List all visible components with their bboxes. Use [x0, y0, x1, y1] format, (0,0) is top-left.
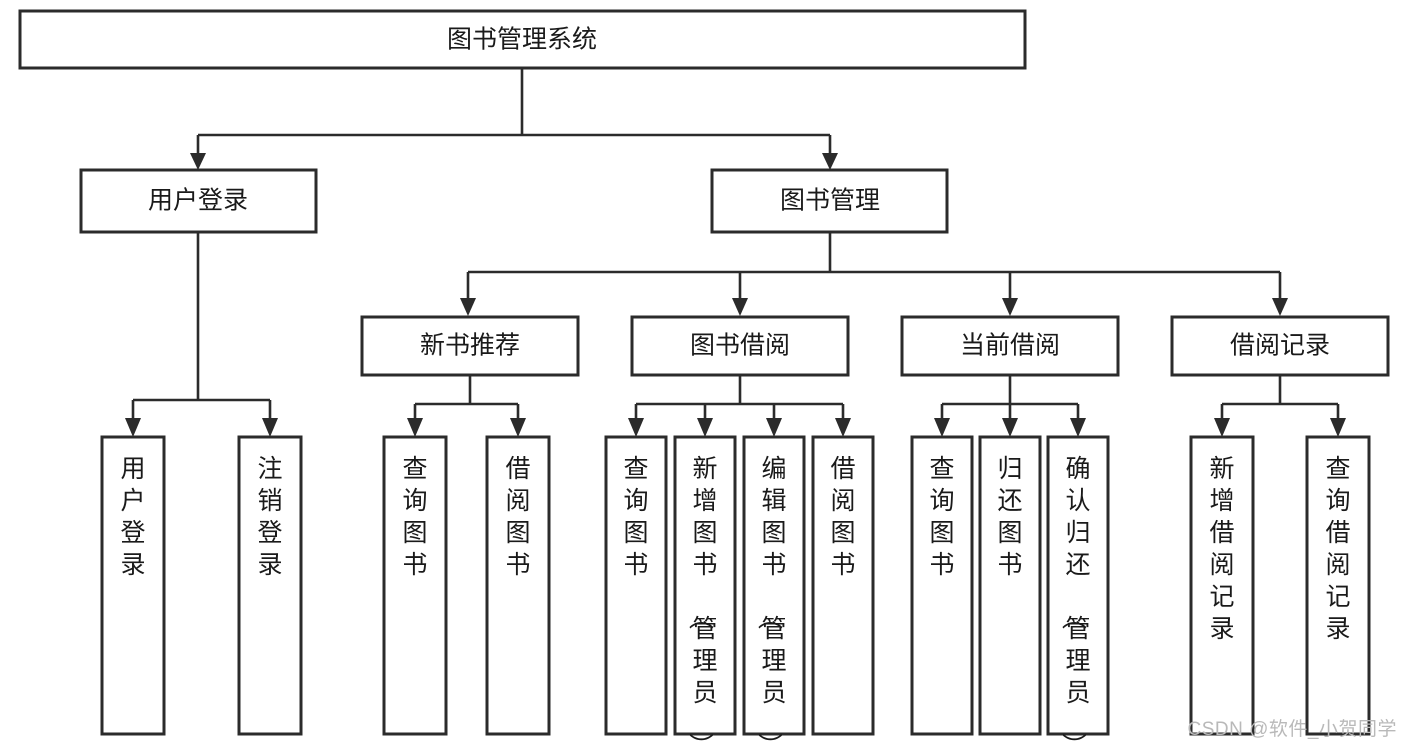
arrow-to-leaf-9	[934, 418, 950, 437]
leaf-9-box[interactable]	[910, 435, 974, 736]
node-book-borrow[interactable]: 图书借阅	[630, 315, 850, 377]
leaf-1-box[interactable]	[100, 435, 166, 736]
leaf-10-label: 归还图书	[997, 455, 1022, 579]
book-manage-label: 图书管理	[780, 187, 880, 215]
leaf-4-label: 借阅图书	[505, 455, 530, 579]
root-box[interactable]	[18, 9, 1027, 70]
connector-userlogin-to-leaves	[131, 232, 272, 420]
leaf-13-box[interactable]	[1305, 435, 1371, 736]
node-root[interactable]: 图书管理系统	[18, 9, 1027, 70]
leaf-7-box[interactable]	[742, 435, 806, 736]
node-leaf-11[interactable]: 确认归还（管理员）	[1046, 435, 1110, 747]
leaf-3-label: 查询图书	[402, 455, 427, 579]
arrow-to-leaf-7	[766, 418, 782, 437]
book-borrow-box[interactable]	[630, 315, 850, 377]
root-label: 图书管理系统	[447, 26, 597, 54]
borrow-record-label: 借阅记录	[1230, 332, 1330, 360]
node-leaf-9[interactable]: 查询图书	[910, 435, 974, 736]
node-leaf-3[interactable]: 查询图书	[382, 435, 448, 736]
node-current-borrow[interactable]: 当前借阅	[900, 315, 1120, 377]
leaf-10-box[interactable]	[978, 435, 1042, 736]
arrow-to-leaf-1	[125, 418, 141, 437]
arrow-to-leaf-5	[628, 418, 644, 437]
arrow-to-leaf-11	[1070, 418, 1086, 437]
arrow-to-leaf-3	[407, 418, 423, 437]
leaf-11-box[interactable]	[1046, 435, 1110, 736]
node-leaf-8[interactable]: 借阅图书	[811, 435, 875, 736]
leaf-4-box[interactable]	[485, 435, 551, 736]
leaf-12-label: 新增借阅记录	[1209, 455, 1234, 643]
node-user-login[interactable]: 用户登录	[79, 168, 318, 234]
leaf-3-box[interactable]	[382, 435, 448, 736]
current-borrow-label: 当前借阅	[960, 332, 1060, 360]
user-login-box[interactable]	[79, 168, 318, 234]
node-leaf-2[interactable]: 注销登录	[237, 435, 303, 736]
leaf-5-label: 查询图书	[623, 455, 648, 579]
node-new-book-recommend[interactable]: 新书推荐	[360, 315, 580, 377]
arrow-to-leaf-10	[1002, 418, 1018, 437]
leaf-11-label: 确认归还（管理员）	[1059, 455, 1090, 747]
connector-borrowrecord-to-leaves	[1220, 375, 1340, 420]
node-book-manage[interactable]: 图书管理	[710, 168, 949, 234]
node-leaf-4[interactable]: 借阅图书	[485, 435, 551, 736]
book-manage-box[interactable]	[710, 168, 949, 234]
node-leaf-13[interactable]: 查询借阅记录	[1305, 435, 1371, 736]
new-book-recommend-label: 新书推荐	[420, 332, 520, 360]
leaf-13-label: 查询借阅记录	[1325, 455, 1350, 643]
arrow-to-book-manage	[822, 153, 838, 170]
leaf-9-label: 查询图书	[929, 455, 954, 579]
node-leaf-1[interactable]: 用户登录	[100, 435, 166, 736]
leaf-nodes: 用户登录 注销登录 查询图书 借阅图书 查询图书 新增图书（管理员）	[100, 435, 1371, 747]
connector-currentborrow-to-leaves	[940, 375, 1080, 420]
arrow-to-leaf-12	[1214, 418, 1230, 437]
arrow-to-book-borrow	[732, 298, 748, 316]
leaf-8-box[interactable]	[811, 435, 875, 736]
arrow-to-user-login	[190, 153, 206, 170]
leaf-2-label: 注销登录	[257, 455, 282, 579]
arrow-to-leaf-13	[1330, 418, 1346, 437]
new-book-recommend-box[interactable]	[360, 315, 580, 377]
csdn-watermark: CSDN @软件_小贺同学	[1187, 719, 1397, 740]
leaf-5-box[interactable]	[604, 435, 668, 736]
user-login-label: 用户登录	[148, 187, 248, 215]
arrow-to-leaf-2	[262, 418, 278, 437]
arrow-to-borrow-record	[1272, 298, 1288, 316]
leaf-2-box[interactable]	[237, 435, 303, 736]
connectors	[125, 68, 1346, 437]
leaf-6-label: 新增图书（管理员）	[686, 455, 717, 747]
arrow-to-leaf-8	[835, 418, 851, 437]
connector-bookmanage-to-level3	[466, 232, 1282, 300]
arrow-to-leaf-4	[510, 418, 526, 437]
arrow-to-leaf-6	[697, 418, 713, 437]
arrow-to-new-book-recommend	[460, 298, 476, 316]
node-leaf-6[interactable]: 新增图书（管理员）	[673, 435, 737, 747]
borrow-record-box[interactable]	[1170, 315, 1390, 377]
leaf-8-label: 借阅图书	[830, 455, 855, 579]
node-leaf-10[interactable]: 归还图书	[978, 435, 1042, 736]
arrow-to-current-borrow	[1002, 298, 1018, 316]
node-leaf-5[interactable]: 查询图书	[604, 435, 668, 736]
connector-root-to-level2	[196, 68, 832, 155]
leaf-6-box[interactable]	[673, 435, 737, 736]
leaf-12-box[interactable]	[1189, 435, 1255, 736]
leaf-7-label: 编辑图书（管理员）	[755, 455, 786, 747]
leaf-1-label: 用户登录	[120, 455, 145, 579]
connector-bookborrow-to-leaves	[634, 375, 845, 420]
book-borrow-label: 图书借阅	[690, 332, 790, 360]
node-borrow-record[interactable]: 借阅记录	[1170, 315, 1390, 377]
node-leaf-12[interactable]: 新增借阅记录	[1189, 435, 1255, 736]
node-leaf-7[interactable]: 编辑图书（管理员）	[742, 435, 806, 747]
current-borrow-box[interactable]	[900, 315, 1120, 377]
connector-newbook-to-leaves	[413, 375, 520, 420]
